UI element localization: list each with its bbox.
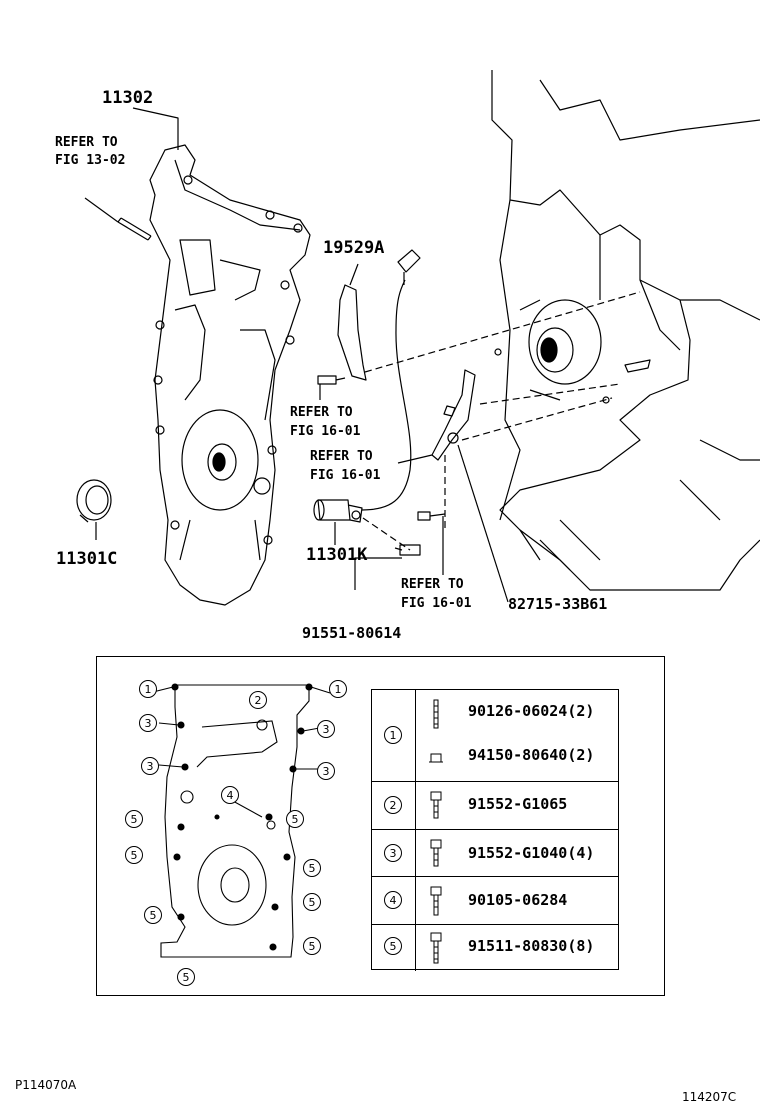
cover-marker-5-e: 5: [144, 906, 162, 924]
sensor-bolt: [417, 511, 446, 521]
row-5-marker: 5: [384, 937, 402, 955]
leader-11302: [132, 107, 179, 150]
part-91552-g1065: 91552-G1065: [468, 795, 568, 813]
leader-refer-13: [84, 197, 119, 223]
label-11302: 11302: [102, 88, 154, 108]
cover-marker-4: 4: [221, 786, 239, 804]
bracket-bolt-drawing: [317, 375, 346, 385]
label-refer-13-line1: REFER TO: [55, 135, 118, 150]
timing-cover-drawing: [149, 144, 311, 606]
row-3-marker: 3: [384, 844, 402, 862]
label-11301k: 11301K: [306, 545, 368, 565]
leader-refer-b: [397, 454, 433, 464]
label-refer-b-line1: REFER TO: [310, 449, 373, 464]
label-91551-80614: 91551-80614: [302, 624, 402, 642]
cover-marker-3-d: 3: [317, 762, 335, 780]
alignment-lines: [362, 291, 641, 551]
cover-marker-5-b: 5: [286, 810, 304, 828]
fastener-row-3: 3 91552-G1040(4): [372, 829, 618, 876]
label-refer-c-line2: FIG 16-01: [401, 596, 472, 611]
label-11301c: 11301C: [56, 549, 118, 569]
stud-icon: [429, 699, 443, 763]
figure-code-left: P114070A: [15, 1078, 77, 1092]
cover-marker-3-a: 3: [139, 714, 157, 732]
cover-marker-2: 2: [249, 691, 267, 709]
part-91552-g1040: 91552-G1040(4): [468, 844, 595, 862]
cover-marker-5-d: 5: [303, 859, 321, 877]
plate-drawing: [431, 369, 476, 461]
row-1-marker: 1: [384, 726, 402, 744]
bolt-icon: [430, 791, 442, 819]
cover-marker-5-a: 5: [125, 810, 143, 828]
part-94150-80640: 94150-80640(2): [468, 746, 595, 764]
label-refer-b-line2: FIG 16-01: [310, 468, 381, 483]
bolt-icon: [430, 932, 442, 964]
part-90126-06024: 90126-06024(2): [468, 702, 595, 720]
cover-marker-5-c: 5: [125, 846, 143, 864]
cover-outline-drawing: [148, 683, 331, 958]
cover-marker-3-c: 3: [141, 757, 159, 775]
fastener-row-4: 4 90105-06284: [372, 876, 618, 924]
label-refer-13-line2: FIG 13-02: [55, 153, 126, 168]
stud-drawing: [117, 217, 152, 241]
engine-block-drawing: [491, 70, 760, 591]
bolt-icon: [430, 886, 442, 916]
plate-bolt: [443, 405, 456, 417]
plate-hole: [447, 432, 459, 444]
part-91511-80830: 91511-80830(8): [468, 937, 595, 955]
cover-marker-1-left: 1: [139, 680, 157, 698]
figure-code-right: 114207C: [682, 1090, 737, 1104]
cover-marker-5-f: 5: [303, 893, 321, 911]
leader-91551: [354, 557, 402, 590]
bolt-icon: [430, 839, 442, 867]
label-refer-c-line1: REFER TO: [401, 577, 464, 592]
sensor-drawing: [313, 249, 421, 523]
cover-marker-5-g: 5: [303, 937, 321, 955]
cover-marker-3-b: 3: [317, 720, 335, 738]
cover-marker-5-h: 5: [177, 968, 195, 986]
label-refer-a-line2: FIG 16-01: [290, 424, 361, 439]
label-19529a: 19529A: [323, 238, 385, 258]
bracket-drawing: [337, 284, 367, 381]
fastener-table: 1 90126-06024(2) 94150-80640(2) 2 91552-…: [371, 689, 619, 971]
fastener-row-2: 2 91552-G1065: [372, 781, 618, 829]
label-82715-33b61: 82715-33B61: [508, 595, 608, 613]
row-4-marker: 4: [384, 891, 402, 909]
fastener-row-1: 1 90126-06024(2) 94150-80640(2): [372, 690, 618, 781]
label-refer-a-line1: REFER TO: [290, 405, 353, 420]
leader-82715: [457, 444, 509, 603]
bolt-91551: [394, 544, 421, 556]
row-2-marker: 2: [384, 796, 402, 814]
oil-seal-drawing: [76, 479, 112, 523]
fastener-row-5: 5 91511-80830(8): [372, 924, 618, 971]
bolt-location-legend: 1 1 2 3 3 3 3 4 5 5 5 5 5 5 5 5 1 90126-…: [96, 656, 665, 996]
leader-19529a: [349, 263, 359, 286]
cover-marker-1-right: 1: [329, 680, 347, 698]
part-90105-06284: 90105-06284: [468, 891, 568, 909]
